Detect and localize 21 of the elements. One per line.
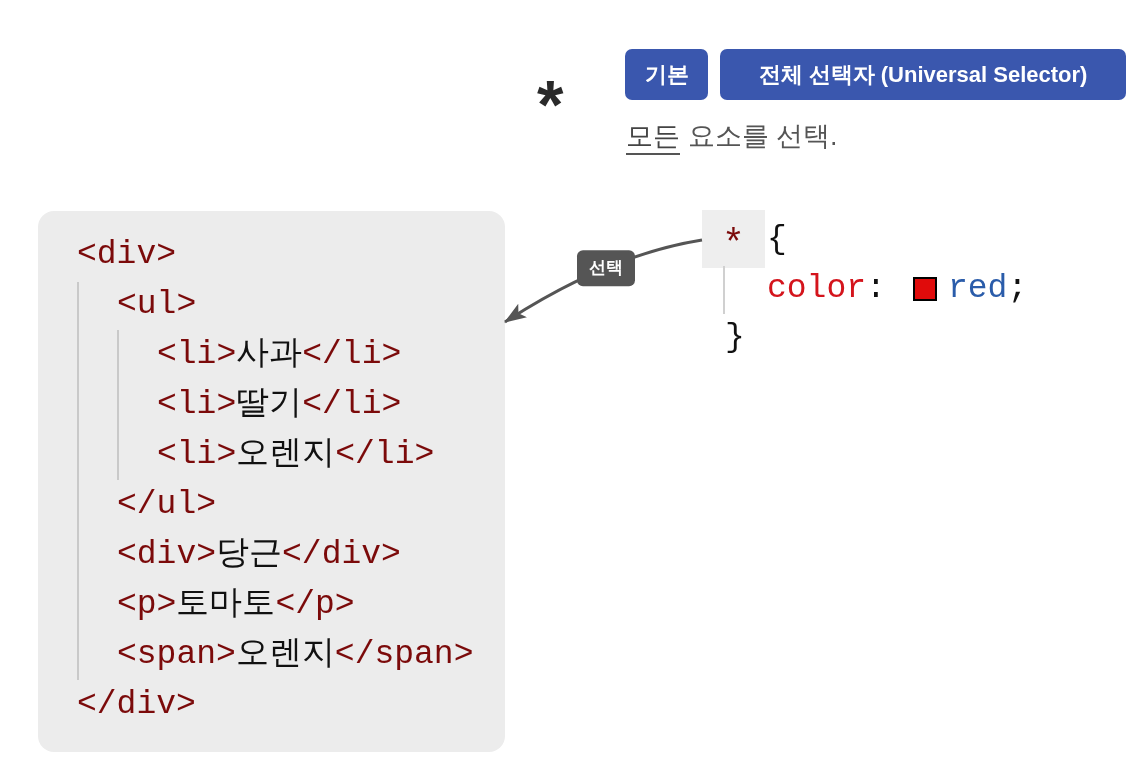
code-brace: {	[767, 220, 787, 260]
label-badge: 전체 선택자 (Universal Selector)	[720, 49, 1126, 100]
code-line: <li>사과</li>	[157, 335, 402, 375]
code-panel	[38, 211, 505, 752]
selector-box: *	[702, 210, 765, 268]
code-line: </ul>	[117, 485, 217, 525]
code-line: <span>오렌지</span>	[117, 635, 474, 675]
asterisk-symbol: *	[537, 70, 564, 138]
css-value: red;	[948, 269, 1028, 309]
description-text: 모든 요소를 선택.	[626, 120, 838, 153]
label-badge: 기본	[625, 49, 708, 100]
code-line: <li>딸기</li>	[157, 385, 402, 425]
code-line: </div>	[77, 685, 196, 725]
code-line: <div>당근</div>	[117, 535, 401, 575]
code-brace: }	[725, 318, 745, 358]
code-line: <ul>	[117, 285, 197, 325]
code-line: <p>토마토</p>	[117, 585, 355, 625]
code-line: <div>	[77, 235, 177, 275]
code-line: <li>오렌지</li>	[157, 435, 435, 475]
css-property: color:	[767, 269, 886, 309]
edge-label: 선택	[576, 250, 635, 286]
